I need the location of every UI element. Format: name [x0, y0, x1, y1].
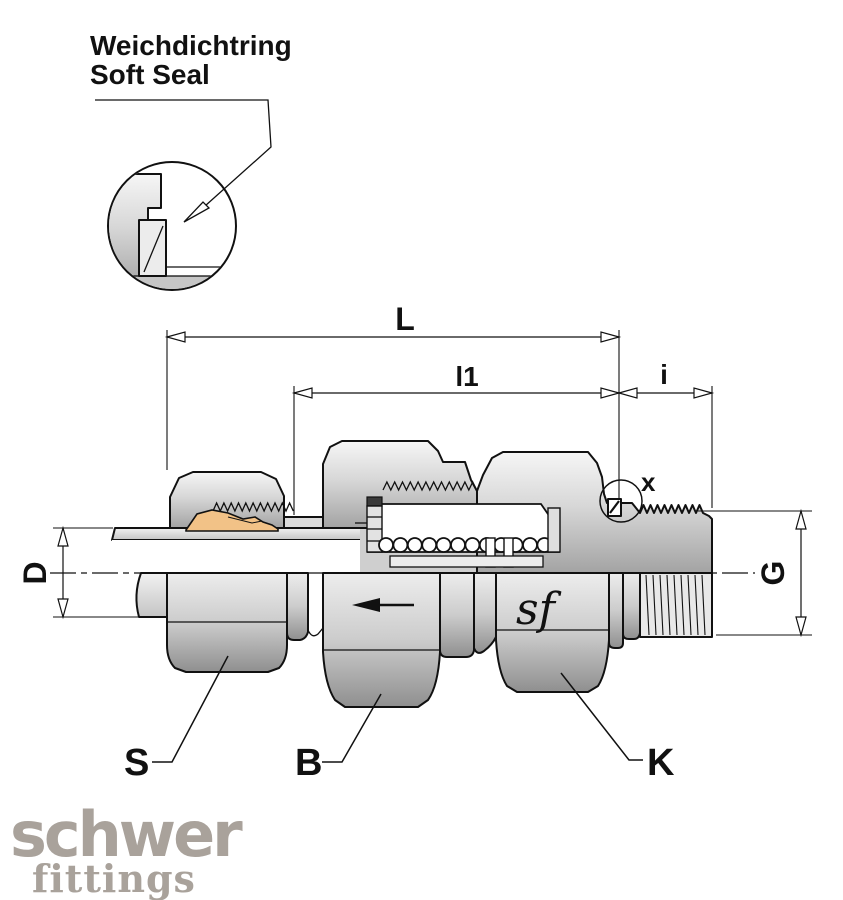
part-label-S: S	[124, 742, 149, 784]
callout-arrowhead-icon	[183, 201, 211, 223]
schwer-fittings-logo: schwer fittings	[10, 798, 246, 900]
part-labels: S B K	[124, 655, 675, 784]
cutting-ring-detail-line	[227, 516, 263, 524]
arrowhead-icon	[795, 616, 807, 638]
fitting-section-view: sf	[50, 440, 755, 708]
cutting-ring-seal	[185, 509, 279, 532]
arrowhead-icon	[164, 331, 186, 343]
part-label-B: B	[295, 742, 322, 784]
tube-lower-end	[135, 572, 168, 618]
poppet-seal-cap	[366, 496, 383, 507]
flow-direction-arrow-icon	[352, 598, 414, 612]
washer-ring	[439, 572, 475, 658]
cone-nut-lower-hex	[495, 572, 610, 693]
neck-washer-lower	[286, 572, 309, 641]
valve-stem-plate	[389, 555, 544, 568]
valve-body-lower-hex	[322, 572, 441, 708]
valve-right-guide	[547, 507, 561, 553]
nut-thread-zigzag	[212, 501, 294, 513]
locknut-ring-1	[608, 572, 624, 649]
dim-label-L: L	[395, 301, 415, 337]
detail-seal-chamfer-line	[143, 225, 164, 273]
logo-wordmark: schwer	[10, 798, 243, 871]
body-internal-thread-zigzag	[382, 480, 478, 492]
dim-label-G: G	[755, 561, 791, 586]
soft-seal-detail-view: Weichdichtring Soft Seal	[90, 30, 292, 291]
leader-line-S	[152, 655, 229, 763]
dim-label-l1: l1	[455, 361, 478, 392]
manufacturer-mark: sf	[516, 584, 562, 635]
callout-leader-line	[95, 99, 272, 207]
arrowhead-icon	[795, 508, 807, 530]
callout-title-de: Weichdichtring	[90, 30, 292, 61]
locknut-ring-2	[622, 572, 641, 640]
tube-bore	[112, 540, 362, 573]
x-detail-circle	[599, 479, 643, 523]
arrowhead-icon	[57, 598, 69, 620]
thread-relief-seal-diagonal	[609, 500, 620, 514]
arrowhead-icon	[600, 387, 622, 399]
dim-label-D: D	[17, 561, 53, 584]
detail-base-strip	[113, 275, 231, 289]
arrowhead-icon	[291, 387, 313, 399]
arrowhead-icon	[57, 525, 69, 547]
body-neck	[283, 516, 324, 529]
dim-label-x: x	[641, 467, 656, 497]
part-label-K: K	[647, 742, 675, 784]
arrowhead-icon	[693, 387, 715, 399]
dim-label-i: i	[660, 359, 668, 390]
dimension-annotations: L l1 i D G x	[17, 301, 812, 638]
washer-notch-piece	[473, 572, 497, 654]
callout-title-en: Soft Seal	[90, 59, 210, 90]
male-thread-lines	[645, 574, 706, 636]
leader-line-K	[560, 672, 643, 761]
neck-notch-curve	[307, 627, 324, 637]
arrowhead-icon	[600, 331, 622, 343]
leader-line-B	[322, 693, 382, 763]
arrowhead-icon	[616, 387, 638, 399]
logo-subtitle: fittings	[32, 856, 196, 900]
